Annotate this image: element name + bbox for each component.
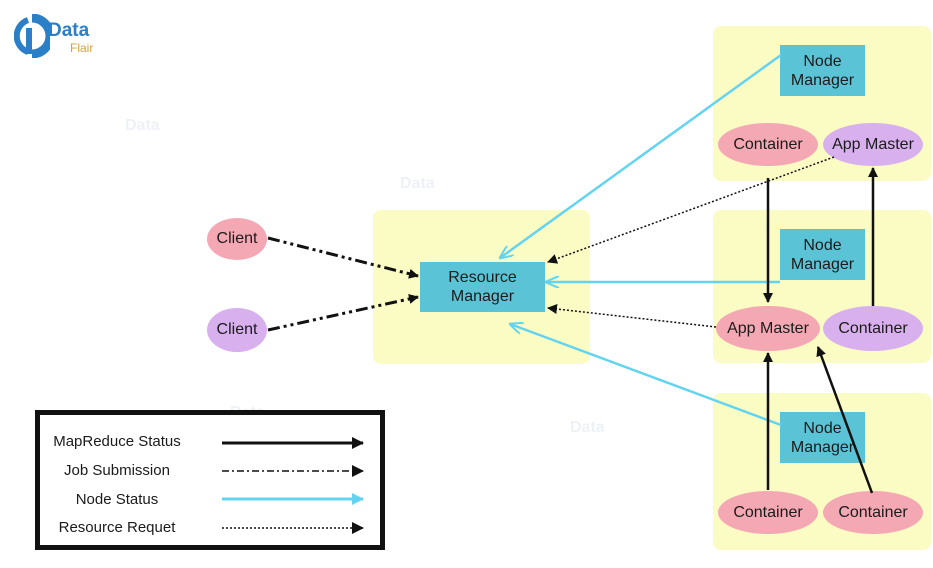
container-bottom-left: Container bbox=[718, 491, 818, 534]
container-top: Container bbox=[718, 123, 818, 166]
container-middle: Container bbox=[823, 306, 923, 351]
logo-sub-text: Flair bbox=[70, 41, 94, 55]
legend-label-node-status: Node Status bbox=[75, 491, 159, 508]
arrow-node-status-bottom bbox=[510, 324, 782, 427]
resource-manager: Resource Manager bbox=[420, 262, 545, 312]
client-top: Client bbox=[207, 218, 267, 260]
app-master-top: App Master bbox=[823, 123, 923, 166]
arrow-resource-request-middle bbox=[547, 304, 717, 328]
dataflair-logo-icon bbox=[14, 14, 50, 58]
legend-label-resource-request: Resource Requet bbox=[58, 519, 176, 536]
node-manager-bottom: Node Manager bbox=[780, 412, 865, 463]
arrow-node-status-top bbox=[500, 53, 782, 258]
legend-label-mapreduce-status: MapReduce Status bbox=[53, 433, 181, 450]
arrow-mapreduce-container-bottom-right bbox=[816, 346, 874, 494]
logo-brand-text: Data bbox=[48, 20, 90, 41]
arrow-resource-request-top bbox=[547, 156, 835, 264]
arrow-job-submission-bottom bbox=[267, 294, 419, 332]
node-manager-middle: Node Manager bbox=[780, 229, 865, 280]
client-bottom: Client bbox=[207, 308, 267, 352]
node-manager-top: Node Manager bbox=[780, 45, 865, 96]
legend-swatches bbox=[222, 437, 364, 534]
legend-label-job-submission: Job Submission bbox=[64, 462, 170, 479]
app-master-middle: App Master bbox=[716, 306, 820, 351]
container-bottom-right: Container bbox=[823, 491, 923, 534]
arrow-job-submission-top bbox=[267, 236, 419, 279]
legend: MapReduce Status Job Submission Node Sta… bbox=[35, 410, 385, 550]
